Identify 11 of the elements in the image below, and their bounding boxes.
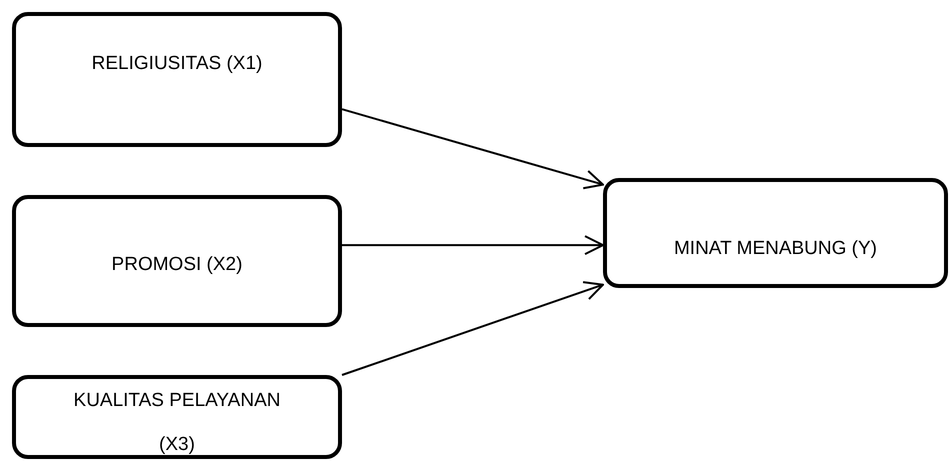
box-label: RELIGIUSITAS (X1): [92, 52, 262, 76]
box-label: KUALITAS PELAYANAN (X3): [72, 389, 282, 457]
arrow: [342, 235, 604, 256]
arrow: [342, 108, 604, 190]
arrow: [342, 281, 604, 376]
rounded-box: [12, 12, 342, 147]
rounded-box: [12, 375, 342, 459]
box-label: MINAT MENABUNG (Y): [674, 237, 878, 261]
rounded-box: [603, 178, 948, 288]
box-label: PROMOSI (X2): [112, 253, 242, 277]
rounded-box: [12, 195, 342, 327]
